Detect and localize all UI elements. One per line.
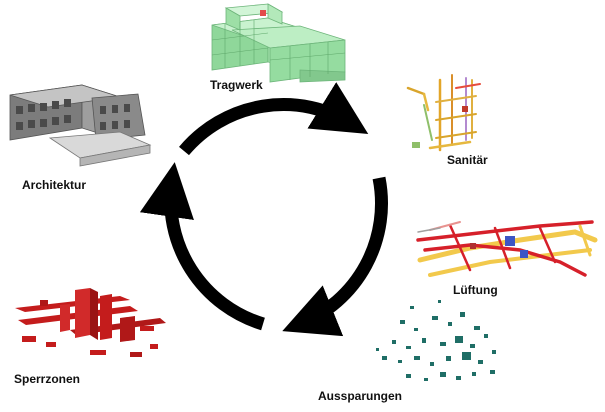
- lueftung-model-image: [416, 220, 598, 277]
- label-sanitaer: Sanitär: [447, 153, 488, 167]
- architektur-model-image: [9, 84, 152, 167]
- arrow-architektur-to-tragwerk: [179, 82, 369, 156]
- sanitaer-model-image: [406, 74, 481, 152]
- label-lueftung: Lüftung: [453, 283, 498, 297]
- arrow-sperrzonen-to-architektur: [139, 162, 265, 331]
- label-tragwerk: Tragwerk: [210, 78, 263, 92]
- tragwerk-model-image: [211, 3, 346, 83]
- cycle-arrows: [139, 82, 388, 337]
- aussparungen-model-image: [376, 300, 496, 381]
- arrow-sanitaer-to-aussparungen: [282, 176, 388, 337]
- sperrzonen-model-image: [15, 288, 166, 357]
- label-aussparungen: Aussparungen: [318, 389, 403, 403]
- label-sperrzonen: Sperrzonen: [14, 372, 81, 386]
- label-architektur: Architektur: [22, 178, 87, 192]
